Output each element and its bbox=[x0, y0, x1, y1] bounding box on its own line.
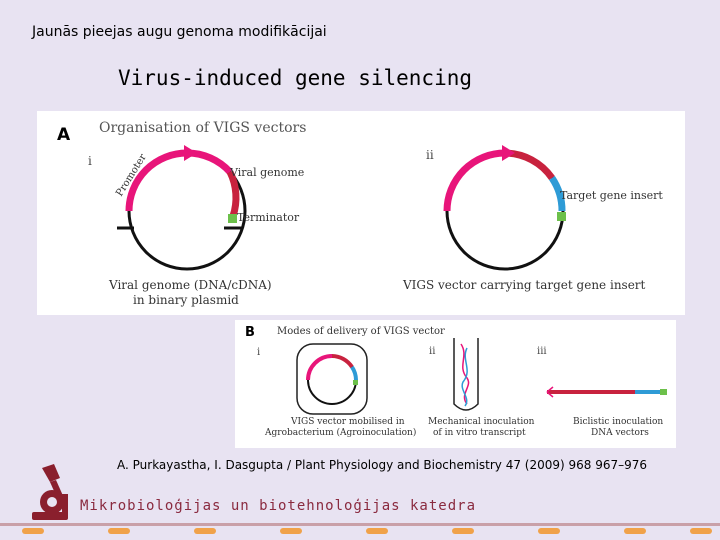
panel-a-caption-ii: VIGS vector carrying target gene insert bbox=[402, 278, 646, 292]
panel-a-label-i: i bbox=[88, 154, 92, 168]
citation: A. Purkayastha, I. Dasgupta / Plant Phys… bbox=[117, 458, 648, 472]
panel-a-letter: A bbox=[57, 125, 71, 145]
footer-dot bbox=[624, 528, 646, 534]
viral-genome-red-segment bbox=[226, 170, 240, 218]
panel-a-heading: Organisation of VIGS vectors bbox=[99, 120, 306, 136]
footer-dot bbox=[280, 528, 302, 534]
footer-dot bbox=[690, 528, 712, 534]
promoter-segment bbox=[306, 354, 333, 381]
panel-b-label-ii: ii bbox=[429, 346, 435, 357]
terminator-block bbox=[660, 389, 667, 395]
footer-dot bbox=[366, 528, 388, 534]
terminator-block bbox=[228, 214, 237, 223]
footer-divider bbox=[0, 523, 720, 526]
panel-b-figure: B Modes of delivery of VIGS vector i ii … bbox=[235, 320, 676, 448]
promoter-arrow-icon bbox=[502, 145, 515, 161]
panel-a-caption-i-line2: in binary plasmid bbox=[133, 293, 239, 307]
panel-b-caption-i-line2: Agrobacterium (Agroinoculation) bbox=[264, 427, 416, 438]
microscope-logo-icon bbox=[32, 464, 68, 520]
test-tube-icon bbox=[453, 338, 479, 411]
terminator-label: Terminator bbox=[237, 211, 300, 224]
promoter-segment bbox=[125, 149, 188, 212]
linear-dna-vector bbox=[546, 386, 667, 398]
footer-dot bbox=[194, 528, 216, 534]
slide-title: Virus-induced gene silencing bbox=[118, 66, 473, 90]
target-insert-label: Target gene insert bbox=[560, 189, 663, 202]
footer: Mikrobioloģijas un biotehnoloģijas kated… bbox=[0, 462, 720, 540]
transcript-strand-blue bbox=[461, 347, 468, 407]
panel-b-caption-ii-line1: Mechanical inoculation bbox=[428, 417, 535, 427]
footer-decoration bbox=[0, 528, 720, 538]
agrobacterium-diagram bbox=[296, 343, 368, 415]
terminator-block bbox=[557, 212, 566, 221]
viral-genome-segment bbox=[504, 149, 555, 181]
panel-b-caption-iii-line1: Biclistic inoculation bbox=[573, 417, 663, 427]
panel-a-label-ii: ii bbox=[426, 148, 434, 162]
panel-b-caption-iii-line2: DNA vectors bbox=[591, 428, 649, 438]
panel-b-letter: B bbox=[245, 325, 255, 340]
panel-b-label-i: i bbox=[257, 347, 260, 358]
target-insert-segment bbox=[350, 365, 358, 381]
viral-genome-pink-segment bbox=[186, 149, 233, 175]
test-tube-outline bbox=[453, 338, 479, 411]
panel-b-caption-i-line1: VIGS vector mobilised in bbox=[290, 417, 405, 427]
terminator-block bbox=[353, 380, 358, 385]
promoter-segment bbox=[443, 149, 506, 212]
footer-dot bbox=[22, 528, 44, 534]
panel-b-caption-ii-line2: of in vitro transcript bbox=[433, 428, 526, 438]
panel-a-figure: A Organisation of VIGS vectors i ii Prom… bbox=[37, 111, 685, 315]
department-name: Mikrobioloģijas un biotehnoloģijas kated… bbox=[80, 498, 477, 514]
header-title: Jaunās pieejas augu genoma modifikācijai bbox=[32, 24, 327, 40]
vigs-vector-diagram-i: Promoter Viral genome Terminator Viral g… bbox=[108, 145, 304, 307]
promoter-arrow-icon bbox=[184, 145, 197, 161]
footer-dot bbox=[452, 528, 474, 534]
footer-dot bbox=[108, 528, 130, 534]
target-insert-segment bbox=[549, 176, 566, 212]
promoter-arrow-icon bbox=[546, 386, 554, 398]
viral-genome-label: Viral genome bbox=[229, 166, 304, 179]
agrobacterium-cell bbox=[296, 343, 368, 415]
viral-genome-segment bbox=[331, 354, 354, 369]
vigs-vector-diagram-ii: Target gene insert VIGS vector carrying … bbox=[402, 145, 663, 292]
footer-dot bbox=[538, 528, 560, 534]
panel-a-caption-i-line1: Viral genome (DNA/cDNA) bbox=[108, 278, 272, 292]
panel-b-heading: Modes of delivery of VIGS vector bbox=[277, 326, 445, 337]
panel-b-label-iii: iii bbox=[537, 346, 547, 357]
